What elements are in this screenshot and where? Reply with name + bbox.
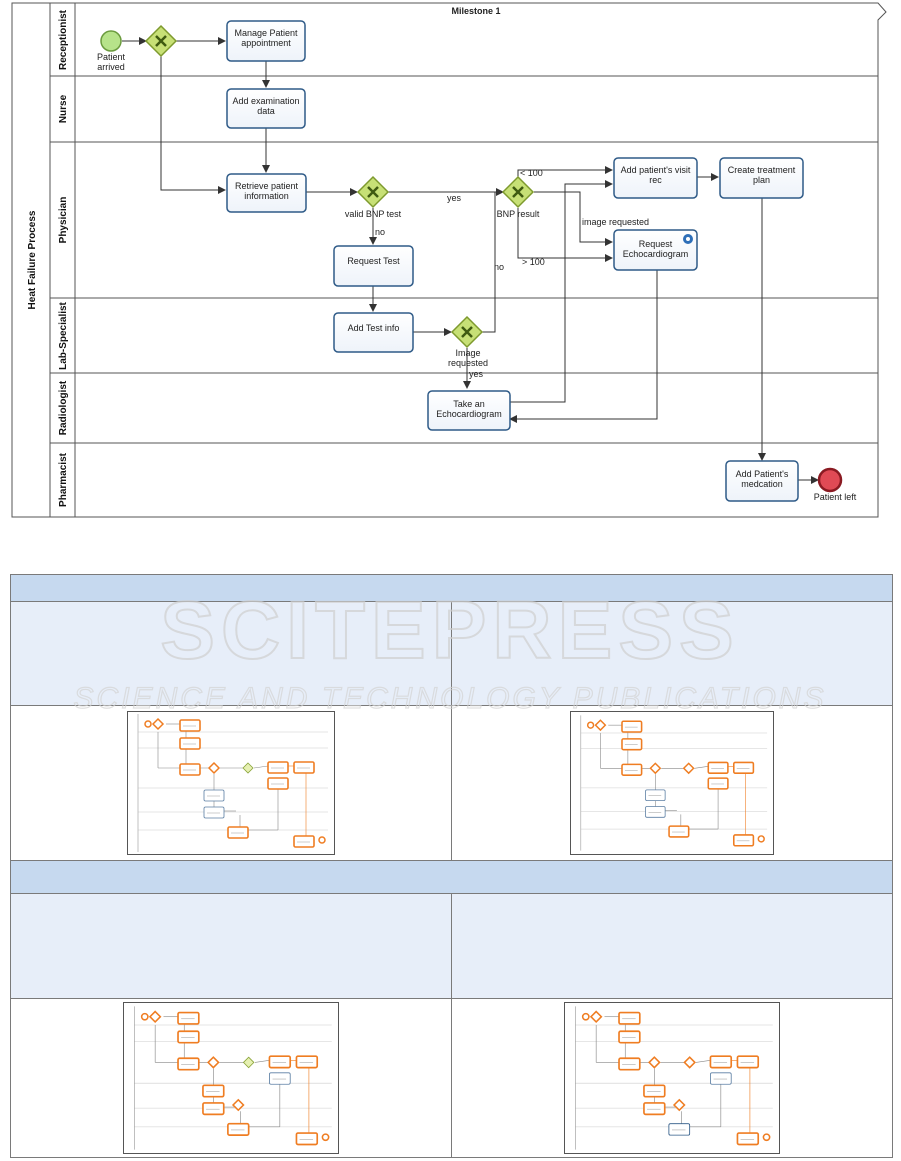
image-cell [452,999,892,1157]
gateway-bnp-result-label: BNP result [497,209,540,219]
thumbnail-diagram-4 [564,1002,780,1154]
gateway-start-icon[interactable] [144,24,178,58]
task-request-echocardiogram[interactable]: Request Echocardiogram [613,229,698,271]
flow-label-image-requested: image requested [582,217,649,227]
gateway-image-requested-icon[interactable] [450,315,484,349]
end-event-icon[interactable] [817,467,843,493]
gateway-valid-bnp-label: valid BNP test [345,209,402,219]
text-cell [11,894,452,998]
bpmn-diagram: Heat Failure Process Milestone 1 Recepti… [11,2,887,518]
thumbnail-diagram-3 [123,1002,339,1154]
lane-nurse: Nurse [58,94,69,123]
image-row-1 [11,706,892,861]
lane-radiologist: Radiologist [58,380,69,435]
table-header-row-2 [11,861,892,894]
task-add-test-info[interactable]: Add Test info [333,312,414,353]
text-row-2 [11,894,892,999]
service-gear-icon [683,234,693,244]
task-take-echocardiogram[interactable]: Take an Echocardiogram [427,390,511,431]
thumbnail-diagram-2 [570,711,774,855]
gateway-image-requested-label: Image requested [448,348,488,368]
image-cell [452,706,892,860]
text-cell [452,602,892,705]
gateway-valid-bnp-icon[interactable] [356,175,390,209]
comparison-table [10,574,893,1158]
task-add-examination[interactable]: Add examination data [226,88,306,129]
end-event-caption: Patient left [814,492,857,502]
flow-label-no-lab: no [494,262,504,272]
task-add-medication[interactable]: Add Patient's medcation [725,460,799,502]
lane-pharmacist: Pharmacist [58,452,69,507]
gateway-bnp-result-icon[interactable] [501,175,535,209]
start-event-caption: Patient arrived [97,52,125,72]
start-event-icon[interactable] [100,30,122,52]
lane-receptionist: Receptionist [58,9,69,70]
flow-label-no: no [375,227,385,237]
milestone-label: Milestone 1 [451,6,500,16]
task-manage-appointment[interactable]: Manage Patient appointment [226,20,306,62]
flow-label-yes: yes [447,193,462,203]
thumbnail-diagram-1 [127,711,335,855]
lane-lab-specialist: Lab-Specialist [58,301,69,369]
flow-label-lt100: < 100 [520,168,543,178]
task-create-treatment-plan[interactable]: Create treatment plan [719,157,804,199]
task-add-visit-rec[interactable]: Add patient's visit rec [613,157,698,199]
sequence-flows [122,37,819,484]
flow-label-gt100: > 100 [522,257,545,267]
image-cell [11,706,452,860]
text-row-1 [11,602,892,706]
lane-physician: Physician [58,197,69,244]
flow-label-yes-image: yes [469,369,484,379]
task-retrieve-patient-info[interactable]: Retrieve patient information [226,173,307,213]
pool-border [11,2,887,518]
pool-label: Heat Failure Process [27,210,38,309]
table-header-row-1 [11,575,892,602]
task-request-test[interactable]: Request Test [333,245,414,287]
text-cell [11,602,452,705]
text-cell [452,894,892,998]
image-cell [11,999,452,1157]
image-row-2 [11,999,892,1157]
